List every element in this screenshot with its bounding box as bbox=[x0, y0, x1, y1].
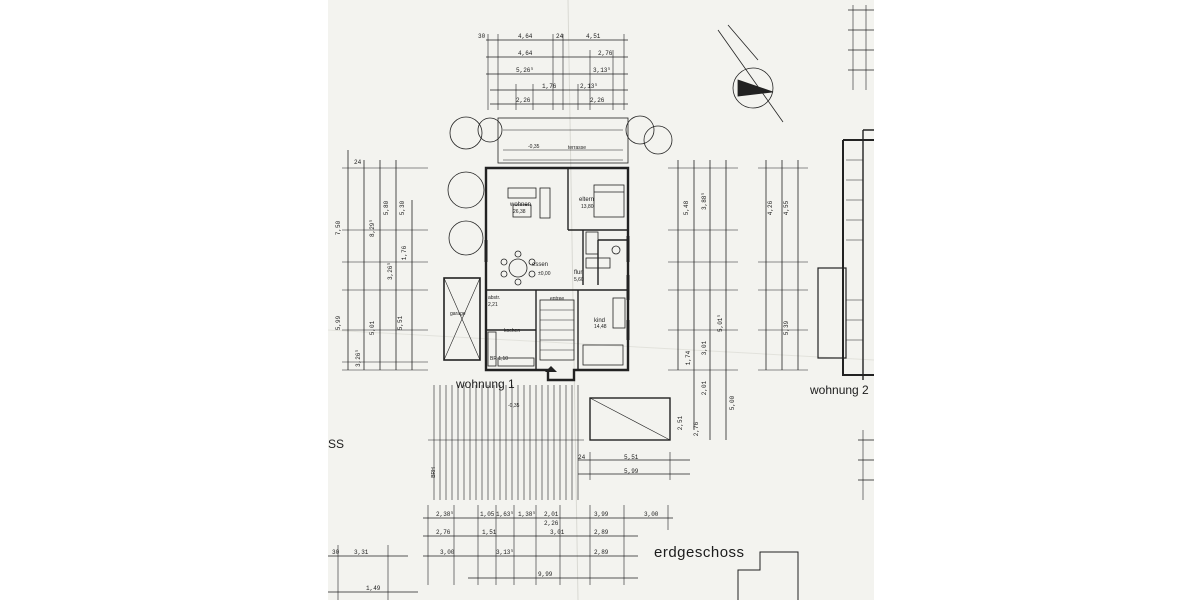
elevation-ground: ±0,00 bbox=[538, 271, 551, 277]
dim-left: 5,99 bbox=[335, 315, 343, 331]
dim-top: 2,26 bbox=[516, 97, 531, 104]
room-label-wohnen: wohnen bbox=[510, 202, 532, 208]
dim-right: 4,55 bbox=[783, 200, 791, 216]
dim-left: 5,30 bbox=[399, 200, 407, 216]
dim-right: 3,88⁵ bbox=[701, 191, 709, 211]
floor-plan-drawing bbox=[328, 0, 874, 600]
dim-bottom: 1,49 bbox=[366, 585, 381, 592]
room-label-kochen: kochen bbox=[504, 328, 521, 334]
room-label-essen: essen bbox=[532, 262, 549, 268]
dim-bottom: 1,38⁵ bbox=[518, 511, 537, 518]
room-label-flur: flur bbox=[574, 270, 583, 276]
dim-bottom: 2,76 bbox=[436, 529, 451, 536]
dim-left: 5,01 bbox=[369, 320, 377, 336]
dim-right: 2,76 bbox=[693, 421, 701, 437]
annotation-brh: BRH bbox=[430, 467, 437, 478]
dim-bottom: 1,51 bbox=[482, 529, 497, 536]
unit-label-right: wohnung 2 bbox=[810, 383, 869, 397]
dim-top: 30 bbox=[478, 33, 486, 40]
dim-left: 24 bbox=[354, 159, 362, 166]
elevation-entry: -0,35 bbox=[508, 403, 520, 409]
dim-right: 3,01 bbox=[701, 340, 709, 356]
unit-label-left: wohnung 1 bbox=[456, 377, 515, 391]
dim-top: 2,76 bbox=[598, 50, 613, 57]
dim-top: 2,13⁵ bbox=[580, 83, 599, 90]
floor-plan-sheet: erdgeschoss wohnung 1 wohnung 2 SS terra… bbox=[328, 0, 874, 600]
dim-bottom: 3,13⁵ bbox=[496, 549, 515, 556]
room-area-eltern: 13,80 bbox=[581, 204, 594, 210]
room-area-flur: 5,60 bbox=[574, 277, 584, 283]
dim-right: 2,51 bbox=[677, 415, 685, 431]
room-label-garage: garage bbox=[450, 311, 466, 317]
room-area-abstr: 2,21 bbox=[488, 302, 498, 308]
dim-left: 3,26⁵ bbox=[387, 261, 395, 281]
dim-top: 24 bbox=[556, 33, 564, 40]
dim-left: 5,80 bbox=[383, 200, 391, 216]
dim-bottom: 2,89 bbox=[594, 549, 609, 556]
dim-bottom: 3,01 bbox=[550, 529, 565, 536]
room-label-abstr: abstr. bbox=[488, 295, 501, 301]
dim-bottom: 1,05 bbox=[480, 511, 495, 518]
dim-right: 4,26 bbox=[767, 200, 775, 216]
dim-left: 5,51 bbox=[397, 315, 405, 331]
dim-bottom: 2,01 bbox=[544, 511, 559, 518]
dim-bottom: 2,26 bbox=[544, 520, 559, 527]
dim-bottom: 3,99 bbox=[594, 511, 609, 518]
dim-bottom: 5,99 bbox=[624, 468, 639, 475]
room-label-kind: kind bbox=[594, 318, 606, 324]
dim-right: 5,00 bbox=[729, 395, 737, 411]
dim-bottom: 24 bbox=[578, 454, 586, 461]
room-label-entree: entree bbox=[550, 296, 565, 302]
dim-left: 1,76 bbox=[401, 245, 409, 261]
dim-bottom: 30 bbox=[332, 549, 340, 556]
dim-left: 7,50 bbox=[335, 220, 343, 236]
dim-left: 8,29⁵ bbox=[369, 218, 377, 238]
dim-top: 3,13⁵ bbox=[593, 67, 612, 74]
plan-title: erdgeschoss bbox=[654, 544, 745, 561]
dim-top: 1,76 bbox=[542, 83, 557, 90]
dim-bottom: 2,89 bbox=[594, 529, 609, 536]
room-label-terrasse: terrasse bbox=[568, 145, 587, 151]
dim-bottom: 3,00 bbox=[644, 511, 659, 518]
elevation-terrace: -0,35 bbox=[528, 144, 540, 150]
annotation-br: BR 1,10 bbox=[490, 356, 509, 362]
dim-right: 1,74 bbox=[685, 350, 693, 366]
room-area-wohnen: 26,38 bbox=[513, 209, 526, 215]
dim-right: 2,01 bbox=[701, 380, 709, 396]
dim-right: 5,48 bbox=[683, 200, 691, 216]
dim-top: 4,64 bbox=[518, 33, 533, 40]
dim-bottom: 2,38⁵ bbox=[436, 511, 455, 518]
dim-right: 5,39 bbox=[783, 320, 791, 336]
dim-right: 5,01⁵ bbox=[717, 313, 725, 333]
dim-top: 4,51 bbox=[586, 33, 601, 40]
dim-bottom: 5,51 bbox=[624, 454, 639, 461]
dim-bottom: 1,63⁵ bbox=[496, 511, 515, 518]
dim-left: 3,26⁵ bbox=[355, 348, 363, 368]
partial-label-left: SS bbox=[328, 437, 345, 451]
dim-top: 5,26⁵ bbox=[516, 67, 535, 74]
room-area-kind: 14,48 bbox=[594, 324, 607, 330]
dim-bottom: 3,31 bbox=[354, 549, 369, 556]
room-label-eltern: eltern bbox=[579, 197, 595, 203]
dim-top: 4,64 bbox=[518, 50, 533, 57]
dim-bottom: 9,99 bbox=[538, 571, 553, 578]
dim-bottom: 3,00 bbox=[440, 549, 455, 556]
dim-top: 2,26 bbox=[590, 97, 605, 104]
